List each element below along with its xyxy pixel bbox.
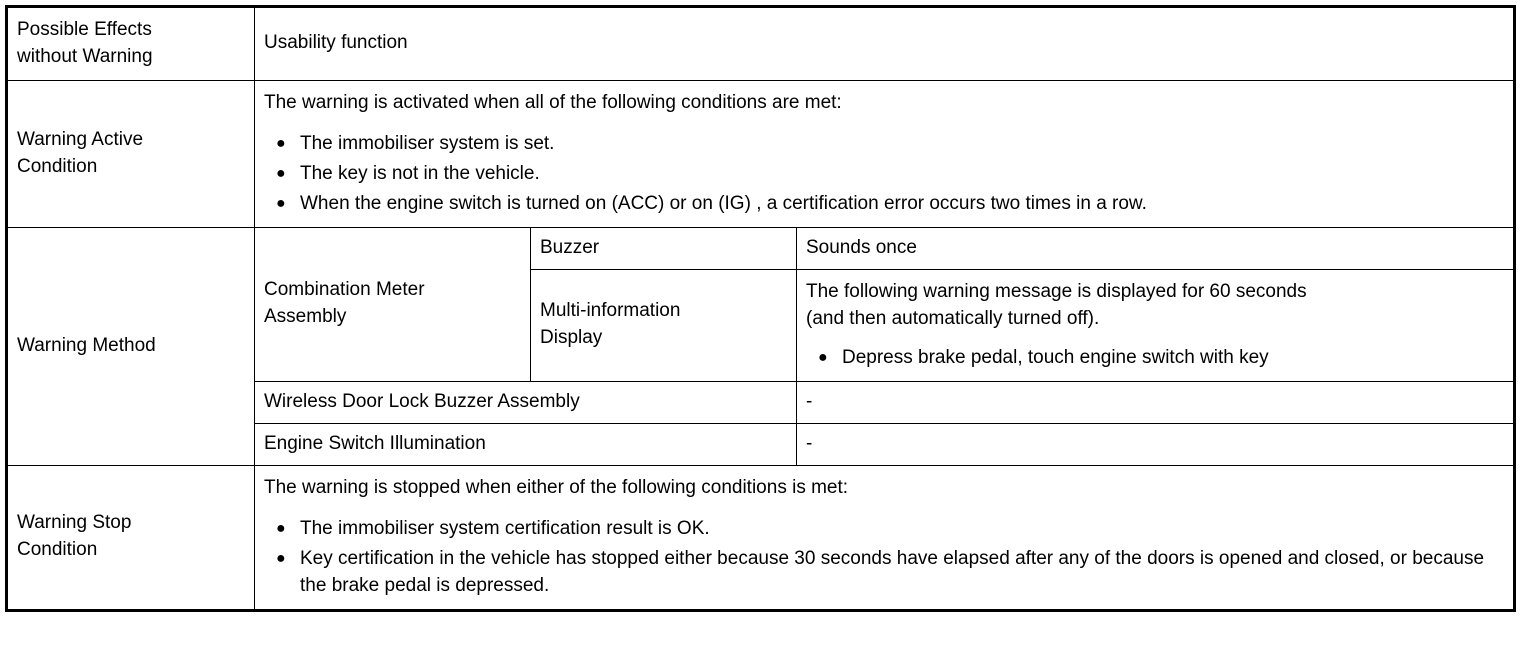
list-item-text: Key certification in the vehicle has sto…	[300, 547, 1485, 596]
list-item-text: When the engine switch is turned on (ACC…	[300, 192, 1147, 214]
table-row-warning-active-condition: Warning Active Condition The warning is …	[6, 79, 1515, 228]
list-item: ● The key is not in the vehicle.	[264, 161, 1503, 188]
engine-switch-illumination-value-text: -	[806, 432, 813, 454]
subrow-label-engine-switch-illumination: Engine Switch Illumination	[254, 422, 797, 466]
subrow-label-buzzer: Buzzer	[530, 226, 797, 270]
row-value-warning-active-condition: The warning is activated when all of the…	[254, 79, 1515, 228]
wireless-door-lock-buzzer-assembly-value-text: -	[806, 390, 813, 412]
buzzer-label-text: Buzzer	[540, 236, 600, 258]
table-row-engine-switch-illumination: Engine Switch Illumination -	[7, 422, 1515, 466]
list-item: ● Key certification in the vehicle has s…	[264, 546, 1503, 600]
row-label-possible-effects: Possible Effects without Warning	[6, 6, 255, 81]
row-value-possible-effects: Usability function	[254, 6, 1515, 81]
list-item-text: Depress brake pedal, touch engine switch…	[842, 346, 1269, 368]
table-row-possible-effects: Possible Effects without Warning Usabili…	[6, 6, 1515, 81]
table-row-warning-stop-condition: Warning Stop Condition The warning is st…	[6, 464, 1515, 611]
warning-method-label-text: Warning Method	[17, 334, 156, 356]
combination-meter-assembly-label-text: Combination Meter Assembly	[264, 279, 425, 328]
possible-effects-value-text: Usability function	[264, 32, 408, 54]
table-row-warning-method-multi-info-display: Multi-information Display The following …	[7, 268, 1515, 382]
row-label-warning-active-condition: Warning Active Condition	[6, 79, 255, 228]
warning-stop-condition-label-text: Warning Stop Condition	[17, 512, 132, 561]
list-item-text: The immobiliser system certification res…	[300, 517, 710, 539]
list-item-text: The key is not in the vehicle.	[300, 162, 540, 184]
multi-information-display-value-text: The following warning message is display…	[806, 280, 1307, 329]
list-item: ● Depress brake pedal, touch engine swit…	[806, 345, 1503, 372]
bullet-icon: ●	[276, 164, 286, 182]
warning-stop-condition-intro-text: The warning is stopped when either of th…	[264, 476, 849, 498]
subrow-value-multi-information-display: The following warning message is display…	[796, 268, 1515, 382]
subrow-value-engine-switch-illumination: -	[796, 422, 1515, 466]
subrow-label-multi-information-display: Multi-information Display	[530, 268, 797, 382]
engine-switch-illumination-label-text: Engine Switch Illumination	[264, 432, 486, 454]
list-item: ● The immobiliser system certification r…	[264, 516, 1503, 543]
subrow-value-wireless-door-lock-buzzer-assembly: -	[796, 380, 1515, 424]
row-label-warning-method: Warning Method	[6, 226, 255, 466]
list-item: ● When the engine switch is turned on (A…	[264, 191, 1503, 218]
warning-specification-table: Possible Effects without Warning Usabili…	[5, 5, 1516, 612]
subrow-label-combination-meter-assembly: Combination Meter Assembly	[254, 226, 531, 382]
bullet-icon: ●	[818, 348, 828, 366]
bullet-icon: ●	[276, 549, 286, 567]
row-value-warning-stop-condition: The warning is stopped when either of th…	[254, 464, 1515, 611]
multi-information-display-label-text: Multi-information Display	[540, 300, 681, 349]
wireless-door-lock-buzzer-assembly-label-text: Wireless Door Lock Buzzer Assembly	[264, 390, 580, 412]
subrow-value-buzzer: Sounds once	[796, 226, 1515, 270]
subrow-label-wireless-door-lock-buzzer-assembly: Wireless Door Lock Buzzer Assembly	[254, 380, 797, 424]
bullet-icon: ●	[276, 194, 286, 212]
multi-information-display-bullet-list: ● Depress brake pedal, touch engine swit…	[806, 345, 1503, 372]
bullet-icon: ●	[276, 519, 286, 537]
table-row-warning-method-buzzer: Warning Method Combination Meter Assembl…	[6, 226, 1515, 466]
warning-active-condition-bullet-list: ● The immobiliser system is set. ● The k…	[264, 131, 1503, 218]
list-item: ● The immobiliser system is set.	[264, 131, 1503, 158]
table-row-wireless-door-lock-buzzer-assembly: Wireless Door Lock Buzzer Assembly -	[7, 380, 1515, 424]
row-label-warning-stop-condition: Warning Stop Condition	[6, 464, 255, 611]
warning-stop-condition-bullet-list: ● The immobiliser system certification r…	[264, 516, 1503, 600]
buzzer-value-text: Sounds once	[806, 236, 917, 258]
warning-active-condition-intro-text: The warning is activated when all of the…	[264, 91, 842, 113]
warning-active-condition-label-text: Warning Active Condition	[17, 128, 144, 177]
possible-effects-label-text: Possible Effects without Warning	[17, 19, 153, 67]
list-item-text: The immobiliser system is set.	[300, 132, 555, 154]
bullet-icon: ●	[276, 134, 286, 152]
